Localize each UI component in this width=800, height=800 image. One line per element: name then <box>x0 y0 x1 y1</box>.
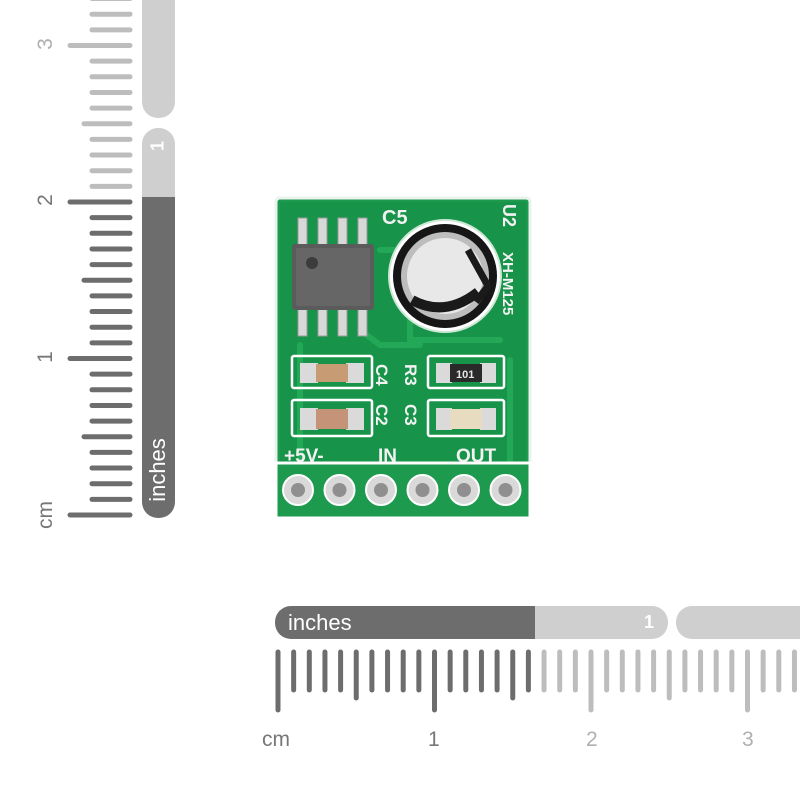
silk-u2: U2 <box>499 204 519 227</box>
horizontal-inch-bar-second-half <box>535 606 668 639</box>
header-pin <box>282 474 314 506</box>
vertical-inch-bar-second-half <box>142 128 175 197</box>
silk-in-label: IN <box>378 446 397 467</box>
vertical-inch-bar-next <box>142 0 175 118</box>
silk-power-label: +5V- <box>284 446 324 467</box>
vertical-ruler-ticks <box>67 0 133 518</box>
horizontal-inch-number: 1 <box>644 612 655 632</box>
horizontal-cm-label: cm <box>262 728 290 751</box>
silk-c2: C2 <box>372 404 391 426</box>
vertical-inch-bar <box>142 197 175 518</box>
resistor-code: 101 <box>456 369 474 381</box>
silk-out-label: OUT <box>456 446 497 467</box>
horizontal-cm-number-1: 1 <box>428 728 440 751</box>
amplifier-chip <box>292 217 374 337</box>
silk-r3: R3 <box>401 364 420 386</box>
silk-c4: C4 <box>372 364 391 386</box>
silk-c3: C3 <box>401 404 420 426</box>
horizontal-inches-label: inches <box>288 610 352 635</box>
header-pin <box>323 474 356 506</box>
header-pin <box>406 474 439 506</box>
horizontal-inch-bar <box>275 606 535 639</box>
horizontal-inch-bar-next <box>676 606 800 639</box>
horizontal-ruler-ticks <box>275 649 797 713</box>
silk-model: XH-M125 <box>499 252 516 315</box>
header-pin <box>448 474 480 506</box>
pcb-board <box>274 196 532 520</box>
header-pins <box>282 474 522 506</box>
horizontal-cm-number-2: 2 <box>586 728 598 751</box>
header-pin <box>489 474 522 506</box>
electrolytic-capacitor <box>388 219 502 333</box>
horizontal-cm-number-3: 3 <box>742 728 754 751</box>
header-pin <box>365 474 397 506</box>
silk-c5: C5 <box>382 207 408 229</box>
